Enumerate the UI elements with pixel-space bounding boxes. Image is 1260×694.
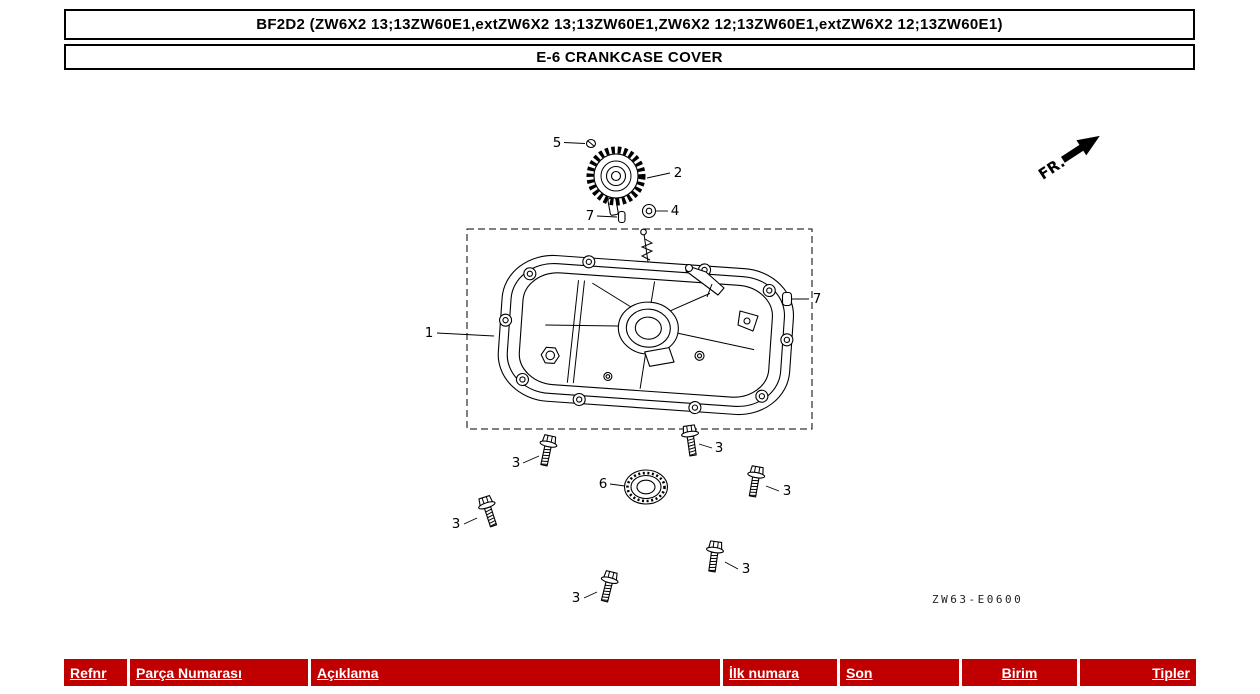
section-title-text: E-6 CRANKCASE COVER — [536, 48, 723, 66]
arrow-icon — [1060, 135, 1100, 163]
leader-line-3b — [698, 443, 713, 449]
callout-2: 2 — [674, 165, 683, 181]
screw-drawing — [585, 138, 597, 149]
callout-1: 1 — [425, 325, 434, 341]
column-header-part-number[interactable]: Parça Numarası — [130, 659, 308, 686]
bolt-drawing — [535, 433, 560, 468]
fr-direction-arrow: FR. — [1035, 135, 1100, 183]
column-header-description[interactable]: Açıklama — [311, 659, 720, 686]
parts-diagram: 1 2 5 7 4 7 6 3 3 3 3 3 3 FR. ZW63-E0600 — [425, 135, 1100, 606]
leader-line-1 — [436, 332, 495, 337]
dowel-pin-upper-drawing — [617, 210, 626, 224]
callout-3b: 3 — [715, 440, 724, 456]
crankcase-cover-drawing — [497, 254, 795, 416]
cover-linkage-details — [640, 228, 759, 332]
callout-3e: 3 — [742, 561, 751, 577]
leader-line-3a — [522, 455, 540, 464]
column-header-label: Parça Numarası — [136, 664, 242, 681]
callout-3c: 3 — [783, 483, 792, 499]
callout-6: 6 — [599, 476, 608, 492]
oil-seal-drawing — [623, 469, 669, 505]
leader-line-6 — [609, 483, 626, 487]
column-header-first-number[interactable]: İlk numara — [723, 659, 837, 686]
column-header-label: Son — [846, 664, 873, 681]
parts-table-header-row: Refnr Parça Numarası Açıklama İlk numara… — [64, 659, 1196, 686]
bolt-drawing — [475, 494, 503, 530]
callout-5: 5 — [553, 135, 562, 151]
bolt-drawing — [703, 539, 726, 574]
column-header-refnr[interactable]: Refnr — [64, 659, 127, 686]
model-title-text: BF2D2 (ZW6X2 13;13ZW60E1,extZW6X2 13;13Z… — [256, 16, 1003, 33]
column-header-label: Refnr — [70, 664, 107, 681]
section-title-bar: E-6 CRANKCASE COVER — [64, 44, 1195, 70]
leader-line-2 — [646, 172, 671, 179]
column-header-types[interactable]: Tipler — [1080, 659, 1196, 686]
model-title-bar: BF2D2 (ZW6X2 13;13ZW60E1,extZW6X2 13;13Z… — [64, 9, 1195, 40]
column-header-label: İlk numara — [729, 664, 800, 681]
dashed-outline-box — [466, 228, 813, 430]
bolt-drawing — [595, 569, 621, 604]
column-header-label: Tipler — [1152, 664, 1190, 681]
column-header-label: Birim — [1001, 664, 1038, 681]
callout-4: 4 — [671, 203, 680, 219]
bolt-drawing — [679, 423, 702, 458]
callout-3f: 3 — [572, 590, 581, 606]
drawing-code: ZW63-E0600 — [932, 593, 1023, 606]
column-header-unit[interactable]: Birim — [962, 659, 1077, 686]
governor-gear-drawing — [586, 146, 646, 216]
bolt-drawing — [743, 464, 767, 499]
callout-3d: 3 — [452, 516, 461, 532]
washer-drawing — [641, 203, 657, 219]
leader-line-3d — [463, 517, 478, 525]
leader-line-3f — [583, 591, 598, 599]
column-header-label: Açıklama — [317, 664, 379, 681]
leader-line-7a — [596, 215, 618, 218]
callout-7b: 7 — [813, 291, 822, 307]
dowel-pin-right-drawing — [781, 291, 793, 307]
leader-line-3c — [765, 485, 780, 492]
column-header-last[interactable]: Son — [840, 659, 959, 686]
leader-line-3e — [724, 561, 739, 570]
leader-line-5 — [563, 142, 586, 144]
callout-7a: 7 — [586, 208, 595, 224]
callout-3a: 3 — [512, 455, 521, 471]
